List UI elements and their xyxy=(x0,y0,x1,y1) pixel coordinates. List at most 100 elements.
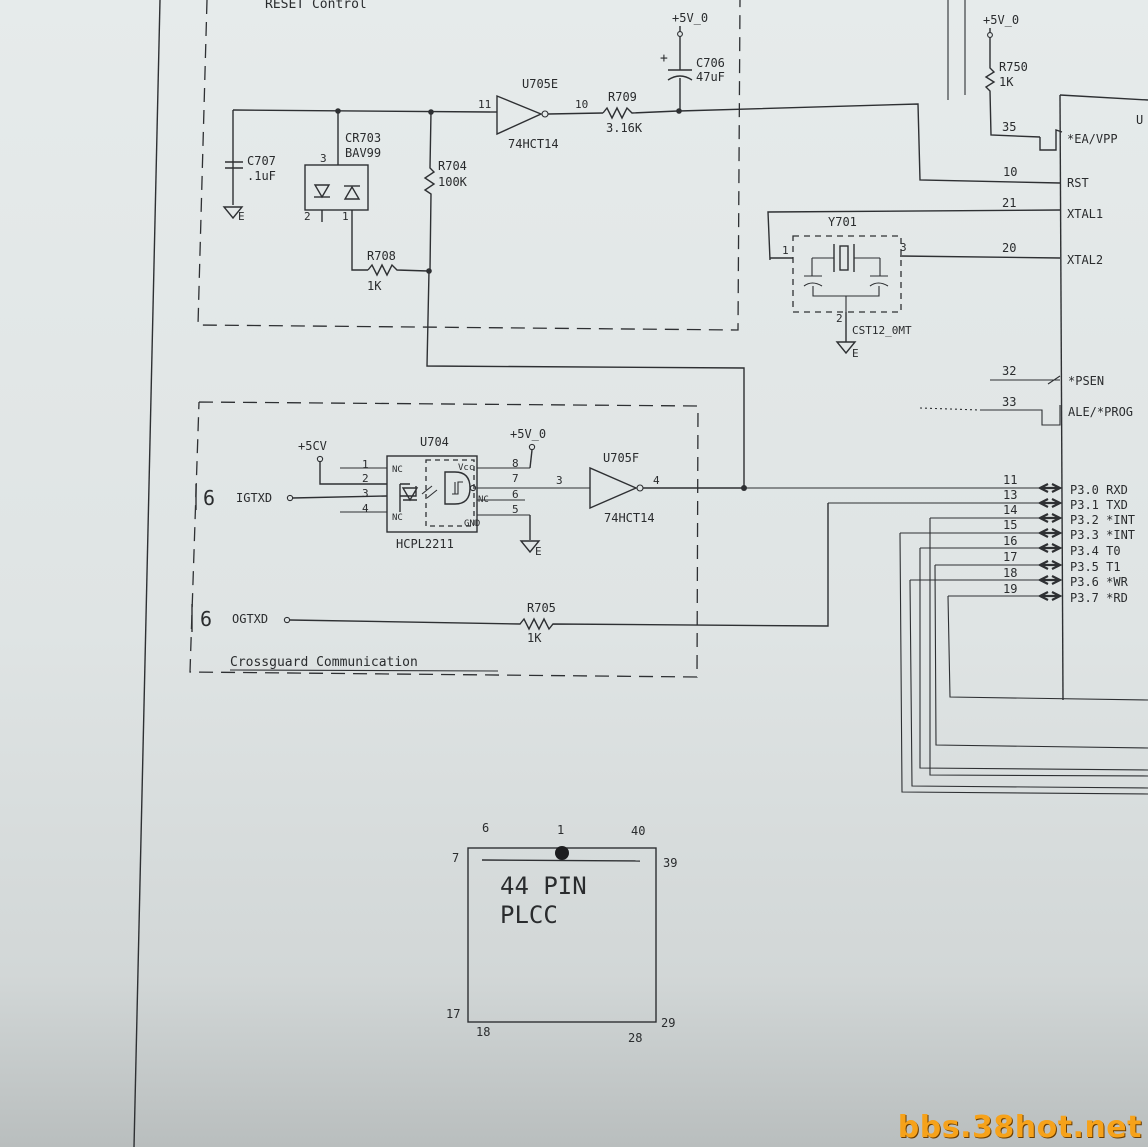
plcc-title-line2: PLCC xyxy=(500,901,558,929)
c707-value: .1uF xyxy=(247,169,276,183)
plcc-index-line xyxy=(481,859,641,862)
mcu-pin-19-name: P3.7 *RD xyxy=(1070,591,1128,605)
mcu-pin-14-num: 14 xyxy=(1003,503,1017,517)
u705f-ref: U705F xyxy=(603,451,639,465)
r708-ref: R708 xyxy=(367,249,396,263)
mcu-pin-33-num: 33 xyxy=(1002,395,1016,409)
watermark-text: bbs.38hot.net xyxy=(897,1110,1142,1145)
cr703-body xyxy=(304,164,369,211)
igtxd-net xyxy=(291,495,388,499)
y701-value: CST12_0MT xyxy=(852,324,912,337)
mcu-ref-partial: U xyxy=(1136,113,1143,127)
plcc-title-line1: 44 PIN xyxy=(500,872,587,900)
u705f-buffer xyxy=(589,466,638,510)
mcu-pin-32-num: 32 xyxy=(1002,364,1016,378)
xtal1-net xyxy=(767,209,1061,261)
u704-led xyxy=(399,483,419,512)
ogtxd-label: OGTXD xyxy=(232,612,268,626)
u704-pin2: 2 xyxy=(362,472,369,485)
mcu-pin-18-num: 18 xyxy=(1003,566,1017,580)
u704-pin3: 3 xyxy=(362,487,369,500)
c706-value: 47uF xyxy=(696,70,725,84)
feedback-net xyxy=(426,270,745,488)
cr703-pin1-wire xyxy=(351,210,368,271)
c707-ref: C707 xyxy=(247,154,276,168)
p33-arrow xyxy=(1037,528,1063,538)
u705e-ref: U705E xyxy=(522,77,558,91)
r708-value: 1K xyxy=(367,279,382,293)
p35-arrow xyxy=(1037,560,1063,570)
cr703-diode-right xyxy=(343,185,361,200)
p36-drop xyxy=(909,579,1148,789)
plcc-pin1-dot xyxy=(555,846,569,860)
mcu-pin-35-name: *EA/VPP xyxy=(1067,132,1118,146)
vcc-r750-terminal xyxy=(987,32,993,38)
u704-gnd: GND xyxy=(464,519,480,529)
mcu-pin-19-num: 19 xyxy=(1003,582,1017,596)
vcc-top-label: +5V_0 xyxy=(672,11,708,25)
r708-resistor xyxy=(367,263,429,277)
u704-schmitt xyxy=(452,481,463,495)
r750-value: 1K xyxy=(999,75,1014,89)
plcc-corner-17: 17 xyxy=(446,1007,460,1021)
u704-nc-top: NC xyxy=(392,465,403,475)
cr703-ref: CR703 xyxy=(345,131,381,145)
y701-pin3: 3 xyxy=(900,241,907,254)
r704-ref: R704 xyxy=(438,159,467,173)
plcc-corner-7: 7 xyxy=(452,851,459,865)
y701-ref: Y701 xyxy=(828,215,857,229)
mcu-pin-21-name: XTAL1 xyxy=(1067,207,1103,221)
u704-ref: U704 xyxy=(420,435,449,449)
cr703-diode-left xyxy=(313,184,331,199)
xtal2-net xyxy=(899,255,1061,259)
u704-gate-bubble xyxy=(469,484,477,492)
vcc-5cv-label: +5CV xyxy=(298,439,327,453)
mcu-pin-15-num: 15 xyxy=(1003,518,1017,532)
mcu-pin-17-num: 17 xyxy=(1003,550,1017,564)
mcu-pin-14-name: P3.2 *INT xyxy=(1070,513,1135,527)
junction-p30 xyxy=(741,485,747,491)
cr703-pin2: 2 xyxy=(304,210,311,223)
c706-ref: C706 xyxy=(696,56,725,70)
reset-control-box xyxy=(197,0,741,331)
y701-pin2: 2 xyxy=(836,312,843,325)
u704-detector-box xyxy=(425,459,475,527)
u705e-bubble xyxy=(541,110,549,118)
u704-pin5: 5 xyxy=(512,503,519,516)
u704-pin1: 1 xyxy=(362,458,369,471)
mcu-pin-13-name: P3.1 TXD xyxy=(1070,498,1128,512)
plcc-corner-28: 28 xyxy=(628,1031,642,1045)
crossguard-box xyxy=(189,401,699,678)
plcc-corner-29: 29 xyxy=(661,1016,675,1030)
u705e-value: 74HCT14 xyxy=(508,137,559,151)
r705-value: 1K xyxy=(527,631,542,645)
ogtxd-sheet-num: 6 xyxy=(200,607,212,631)
igtxd-sheet-num: 6 xyxy=(203,486,215,510)
r704-resistor xyxy=(423,111,436,271)
mcu-pin-15-name: P3.3 *INT xyxy=(1070,528,1135,542)
r750-resistor xyxy=(984,37,1041,138)
u705f-bubble xyxy=(636,484,644,492)
r709-resistor xyxy=(602,106,679,120)
p36-arrow xyxy=(1037,575,1063,585)
u705f-pin-out: 4 xyxy=(653,474,660,487)
ogtxd-terminal xyxy=(283,616,291,624)
rst-net xyxy=(678,103,1061,184)
u704-pin8: 8 xyxy=(512,457,519,470)
vcc-5cv-terminal xyxy=(316,455,324,463)
mcu-pin-35-num: 35 xyxy=(1002,120,1016,134)
cr703-pin1: 1 xyxy=(342,210,349,223)
reset-net xyxy=(232,109,491,113)
plcc-corner-40: 40 xyxy=(631,824,645,838)
ale-stub xyxy=(980,405,1061,426)
u704-pin7: 7 xyxy=(512,472,519,485)
psen-arrow xyxy=(1047,375,1061,385)
mcu-pin-11-num: 11 xyxy=(1003,473,1017,487)
ground-label-u704: E xyxy=(535,545,542,558)
plcc-corner-39: 39 xyxy=(663,856,677,870)
y701-body xyxy=(792,235,902,313)
mcu-pin-16-name: P3.4 T0 xyxy=(1070,544,1121,558)
crossguard-underline xyxy=(229,669,499,672)
vcc-5cv-net xyxy=(319,462,387,485)
ground-label-c707: E xyxy=(238,210,245,223)
